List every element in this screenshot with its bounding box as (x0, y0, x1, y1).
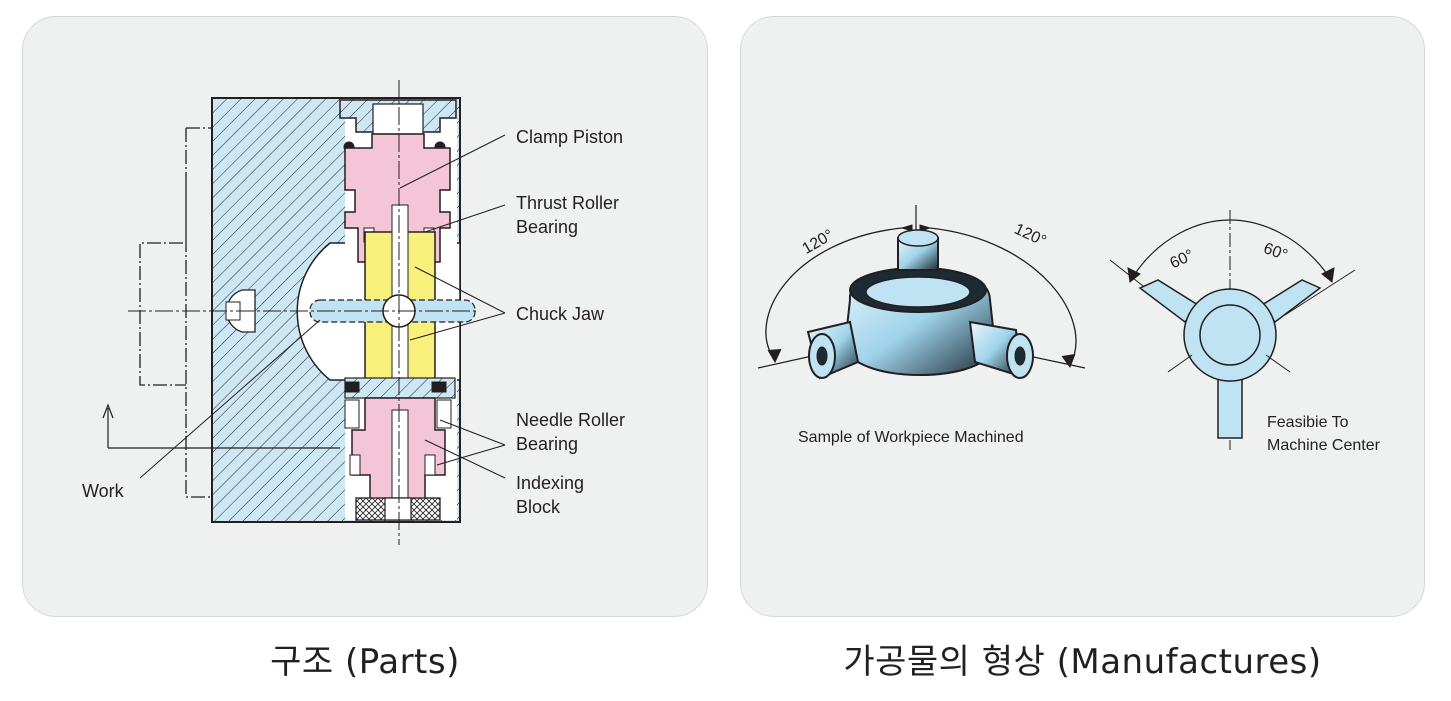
angle-60-right: 60° (1261, 240, 1290, 264)
angle-120-right: 120° (1012, 221, 1049, 250)
label-indexing-block: Block (516, 497, 561, 517)
label-thrust-bearing: Bearing (516, 217, 578, 237)
parts-labels: Clamp Piston Thrust Roller Bearing Chuck… (82, 127, 625, 517)
label-indexing: Indexing (516, 473, 584, 493)
label-machine-center: Machine Center (1267, 437, 1381, 454)
manufactures-caption: 가공물의 형상 (Manufactures) (843, 642, 1322, 682)
sample-label: Sample of Workpiece Machined (798, 429, 1024, 446)
label-needle-bearing: Bearing (516, 434, 578, 454)
label-chuck-jaw: Chuck Jaw (516, 304, 605, 324)
label-clamp-piston: Clamp Piston (516, 127, 623, 147)
label-feasible: Feasibie To (1267, 414, 1349, 431)
label-needle-roller: Needle Roller (516, 410, 625, 430)
center-labels: 60° 60° Feasibie To Machine Center (1168, 240, 1381, 454)
workpiece-illustration (757, 205, 1086, 380)
chuck-section-drawing (102, 80, 506, 545)
angle-60-left: 60° (1168, 247, 1197, 273)
center-view-drawing (1109, 210, 1356, 450)
label-thrust-roller: Thrust Roller (516, 193, 619, 213)
label-work: Work (82, 481, 125, 501)
angle-120-left: 120° (800, 227, 837, 258)
parts-caption: 구조 (Parts) (270, 642, 460, 682)
